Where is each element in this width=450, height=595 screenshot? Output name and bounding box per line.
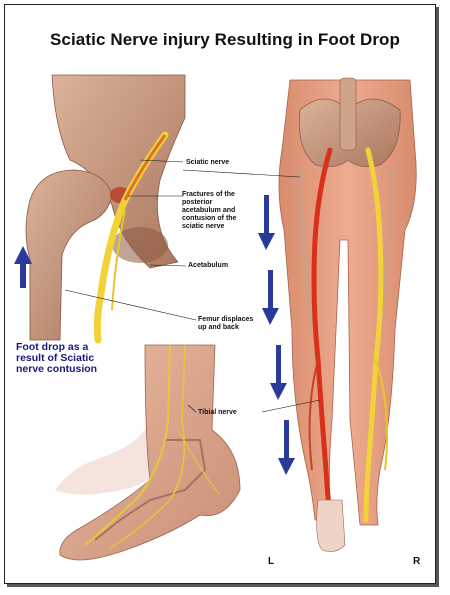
right-sciatic-nerve-healthy <box>363 147 384 523</box>
label-fractures-line-3: acetabulum and <box>182 207 236 214</box>
nerve-branch <box>111 209 126 311</box>
side-label-right: R <box>413 556 421 567</box>
posterior-foot-left <box>316 499 346 552</box>
label-acetabulum: Acetabulum <box>188 262 229 269</box>
arrow-down-2 <box>262 270 279 325</box>
left-sciatic-nerve-injured <box>311 147 333 518</box>
label-femur-line-2: up and back <box>198 324 239 331</box>
hip-femur-panel <box>25 74 186 344</box>
arrow-down-1 <box>258 195 275 250</box>
caption-line-1: Foot drop as a <box>16 341 89 353</box>
label-femur-line-1: Femur displaces <box>198 316 254 323</box>
acetabulum-socket <box>112 227 168 263</box>
label-sciatic-nerve: Sciatic nerve <box>186 159 230 166</box>
figure-title: Sciatic Nerve injury Resulting in Foot D… <box>49 30 401 49</box>
label-fractures: Fractures of the posterior acetabulum an… <box>182 191 236 231</box>
caption-line-2: result of Sciatic <box>16 352 95 364</box>
foot-panel <box>55 344 241 561</box>
nerve-contusion <box>123 134 167 201</box>
label-fractures-line-2: posterior <box>182 199 213 206</box>
label-fractures-line-4: contusion of the <box>182 215 237 222</box>
foot-bones <box>94 439 207 541</box>
foot-outline-raised <box>55 420 170 495</box>
peroneal-nerve <box>109 344 186 549</box>
body-outline <box>278 79 417 526</box>
label-fractures-line-1: Fractures of the <box>182 191 235 198</box>
arrow-down-3 <box>270 345 287 400</box>
spine <box>339 77 357 151</box>
caption-line-3: nerve contusion <box>16 363 98 375</box>
tibial-nerve <box>84 344 171 546</box>
ankle-foot <box>59 344 241 561</box>
side-label-left: L <box>268 556 275 567</box>
downward-arrows <box>258 195 295 475</box>
leader-lines <box>64 159 321 413</box>
label-femur: Femur displaces up and back <box>198 316 253 332</box>
caption-foot-drop: Foot drop as a result of Sciatic nerve c… <box>16 342 97 375</box>
label-fractures-line-5: sciatic nerve <box>182 223 225 230</box>
posterior-body <box>278 77 417 552</box>
femur-displacement-arrow <box>14 246 32 288</box>
label-tibial-nerve: Tibial nerve <box>198 409 237 416</box>
arrow-down-4 <box>278 420 295 475</box>
femur-bone <box>25 169 113 341</box>
